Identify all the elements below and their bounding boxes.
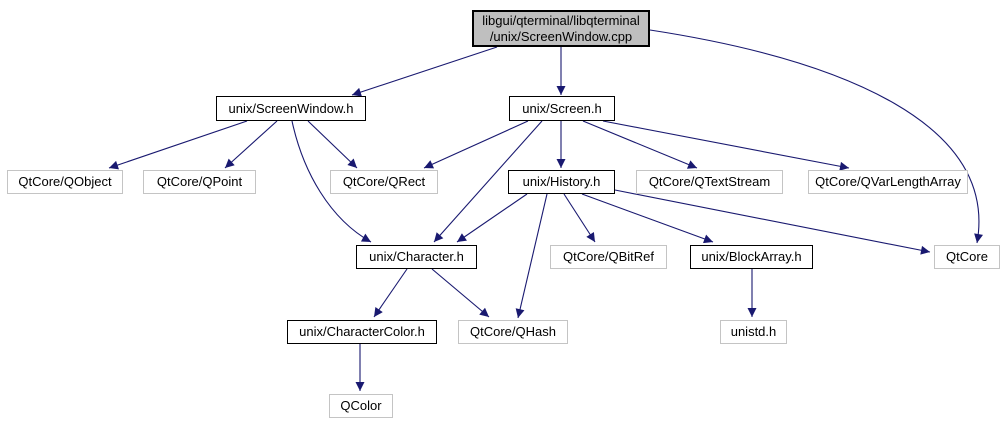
node-charactercolor-h-label: unix/CharacterColor.h — [299, 324, 425, 339]
node-qcolor-label: QColor — [340, 398, 382, 413]
node-blockarray-h[interactable]: unix/BlockArray.h — [690, 245, 813, 269]
node-qtcore-qbitref: QtCore/QBitRef — [550, 245, 667, 269]
edge-cpp-to-screenwindow-h — [351, 46, 498, 97]
node-screenwindow-h[interactable]: unix/ScreenWindow.h — [216, 96, 366, 121]
edge-character-to-charactercolor — [373, 268, 408, 318]
edge-screenwindow-to-qrect — [307, 120, 358, 169]
edge-history-to-blockarray — [581, 193, 714, 244]
node-qtcore-qhash-label: QtCore/QHash — [470, 324, 556, 339]
node-charactercolor-h[interactable]: unix/CharacterColor.h — [287, 320, 437, 344]
node-qtcore-qvarlengtharray-label: QtCore/QVarLengthArray — [815, 174, 961, 189]
edge-history-to-character — [456, 193, 528, 243]
node-qtcore-qvarlengtharray: QtCore/QVarLengthArray — [808, 170, 968, 194]
edge-screen-to-qtextstream — [582, 120, 698, 169]
edge-history-to-qbitref — [563, 193, 596, 243]
node-qcolor: QColor — [329, 394, 393, 418]
node-unistd-h: unistd.h — [720, 320, 787, 344]
node-character-h-label: unix/Character.h — [369, 249, 464, 264]
node-qtcore-qobject: QtCore/QObject — [7, 170, 123, 194]
node-qtcore-qrect-label: QtCore/QRect — [342, 174, 426, 189]
node-qtcore-qhash: QtCore/QHash — [458, 320, 568, 344]
node-qtcore-label: QtCore — [946, 249, 988, 264]
node-screen-h-label: unix/Screen.h — [522, 100, 602, 116]
node-qtcore-qpoint-label: QtCore/QPoint — [156, 174, 243, 189]
node-history-h-label: unix/History.h — [522, 174, 601, 189]
node-screenwindow-cpp-label: libgui/qterminal/libqterminal /unix/Scre… — [482, 12, 640, 44]
edge-character-to-qhash — [431, 268, 490, 318]
node-screenwindow-h-label: unix/ScreenWindow.h — [228, 100, 354, 116]
edge-history-to-qhash — [515, 193, 548, 319]
node-screen-h[interactable]: unix/Screen.h — [509, 96, 615, 121]
edge-screen-to-qrect — [423, 120, 529, 169]
node-qtcore-qtextstream: QtCore/QTextStream — [636, 170, 783, 194]
node-qtcore-qpoint: QtCore/QPoint — [143, 170, 256, 194]
node-qtcore-qobject-label: QtCore/QObject — [18, 174, 112, 189]
node-character-h[interactable]: unix/Character.h — [356, 245, 477, 269]
edge-cpp-to-qtcore — [649, 29, 983, 244]
node-history-h[interactable]: unix/History.h — [508, 170, 615, 194]
edge-screenwindow-to-qpoint — [224, 120, 278, 169]
edge-screen-to-qvarlengtharray — [602, 120, 850, 171]
node-unistd-h-label: unistd.h — [730, 324, 777, 339]
node-qtcore: QtCore — [934, 245, 1000, 269]
node-qtcore-qbitref-label: QtCore/QBitRef — [562, 249, 655, 264]
edge-screenwindow-to-qobject — [108, 120, 248, 170]
node-blockarray-h-label: unix/BlockArray.h — [701, 249, 802, 264]
node-qtcore-qrect: QtCore/QRect — [330, 170, 438, 194]
node-qtcore-qtextstream-label: QtCore/QTextStream — [648, 174, 771, 189]
edge-history-to-qtcore — [614, 189, 931, 255]
node-screenwindow-cpp: libgui/qterminal/libqterminal /unix/Scre… — [472, 10, 650, 47]
